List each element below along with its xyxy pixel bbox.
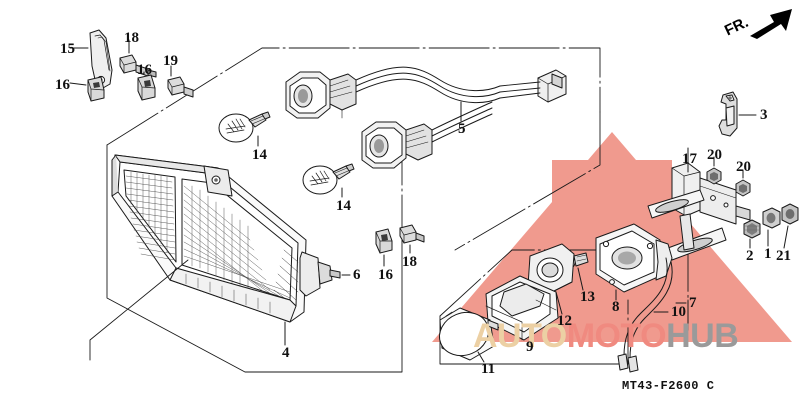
- callout-4: 4: [282, 345, 290, 361]
- diagram-code: MT43-F2600 C: [622, 379, 715, 393]
- callout-12: 12: [557, 313, 572, 329]
- callout-9: 9: [526, 339, 534, 355]
- callout-20b: 20: [736, 159, 751, 175]
- callout-16a: 16: [55, 77, 70, 93]
- callout-14a: 14: [252, 147, 267, 163]
- callout-10: 10: [671, 304, 686, 320]
- callout-21: 21: [776, 248, 791, 264]
- callout-2: 2: [746, 248, 754, 264]
- callout-5: 5: [458, 121, 466, 137]
- callout-11: 11: [481, 361, 496, 377]
- callout-18a: 18: [124, 30, 139, 46]
- callout-8: 8: [612, 299, 620, 315]
- callout-16b: 16: [137, 62, 152, 78]
- callout-14b: 14: [336, 198, 351, 214]
- callout-3: 3: [760, 107, 768, 123]
- callout-1: 1: [764, 246, 772, 262]
- front-direction-arrow: [750, 9, 792, 39]
- callout-17: 17: [682, 151, 697, 167]
- callout-19: 19: [163, 53, 178, 69]
- callout-18b: 18: [402, 254, 417, 270]
- callout-20a: 20: [707, 147, 722, 163]
- callout-6: 6: [353, 267, 361, 283]
- callout-16c: 16: [378, 267, 393, 283]
- callout-7: 7: [689, 295, 697, 311]
- callout-13: 13: [580, 289, 595, 305]
- callout-15: 15: [60, 41, 75, 57]
